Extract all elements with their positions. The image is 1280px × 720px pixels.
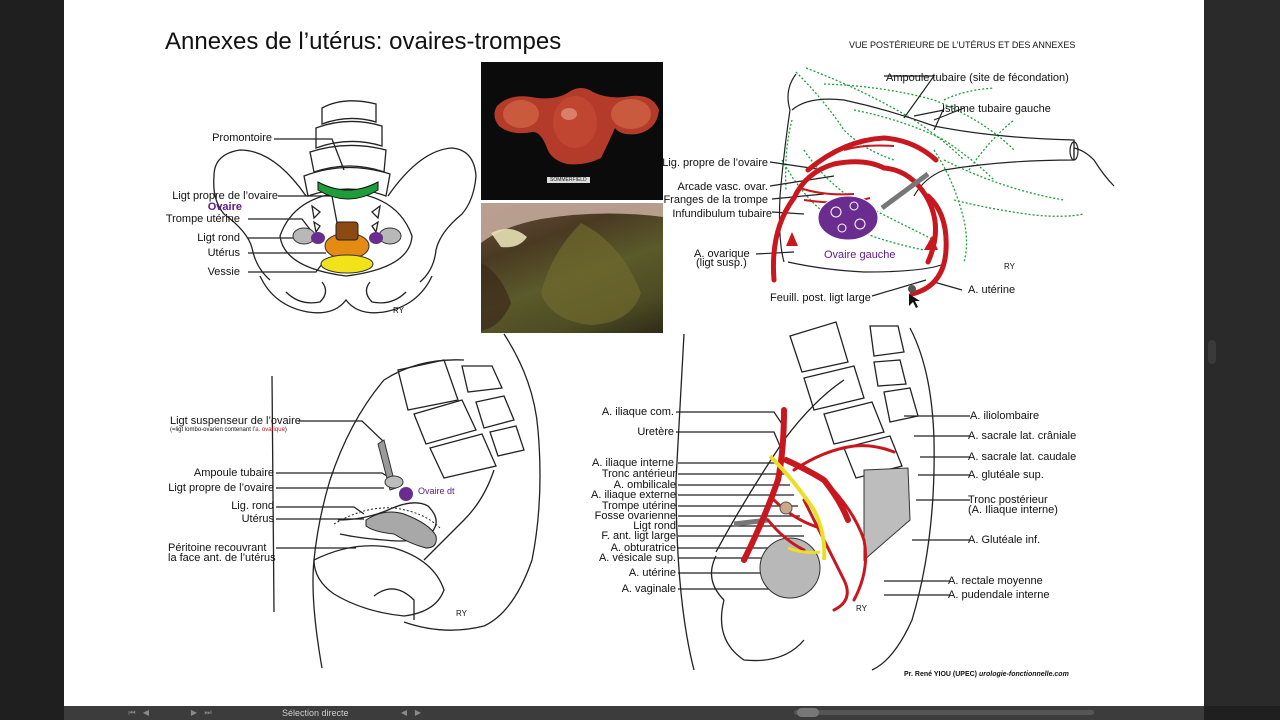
label-uterus: Utérus <box>207 247 240 259</box>
label-a-sacrale-caudale: A. sacrale lat. caudale <box>968 451 1077 463</box>
label-lig-rond-sagittal: Lig. rond <box>231 500 274 512</box>
label-ligt-rond-art: Ligt rond <box>633 520 676 532</box>
next-page-icon[interactable]: ▶ <box>190 708 198 717</box>
posterior-heading: VUE POSTÉRIEURE DE L’UTÉRUS ET DES ANNEX… <box>849 40 1076 50</box>
slide: Annexes de l’utérus: ovaires-trompes <box>64 0 1204 706</box>
label-a-vaginale: A. vaginale <box>621 583 676 595</box>
zoom-slider-knob[interactable] <box>797 708 819 717</box>
label-ovaire-dt: Ovaire dt <box>418 486 455 496</box>
label-a-gluteale-sup: A. glutéale sup. <box>968 469 1044 481</box>
label-a-iliaque-interne-2: (A. Iliaque interne) <box>968 504 1058 516</box>
prev-page-icon[interactable]: ◀ <box>142 708 150 717</box>
signature-ry-2: RY <box>1004 262 1015 271</box>
scrollbar-thumb[interactable] <box>1208 340 1216 364</box>
label-a-iliaque-com: A. iliaque com. <box>601 406 674 418</box>
label-peritoine-2: la face ant. de l’utérus <box>168 552 276 564</box>
label-ligt-suspenseur: Ligt suspenseur de l’ovaire <box>170 415 301 427</box>
label-lig-propre-ovaire: Lig. propre de l’ovaire <box>662 157 768 169</box>
label-uterus-sagittal: Utérus <box>241 513 274 525</box>
label-a-gluteale-inf: A. Glutéale inf. <box>968 534 1041 546</box>
label-a-uterine-post: A. utérine <box>968 284 1016 296</box>
right-scrollbar-area <box>1204 0 1280 706</box>
label-arcade-vasc: Arcade vasc. ovar. <box>677 181 769 193</box>
label-f-ant-ligt-large: F. ant. ligt large <box>601 530 676 542</box>
page-title: Annexes de l’utérus: ovaires-trompes <box>165 28 562 55</box>
label-isthme-tubaire: Isthme tubaire gauche <box>942 103 1051 115</box>
signature-ry: RY <box>393 306 404 315</box>
laparoscopy-photo <box>481 203 663 333</box>
next-icon[interactable]: ▶ <box>414 708 422 717</box>
label-tronc-anterieur: Tronc antérieur <box>601 468 676 480</box>
signature-ry-4: RY <box>856 604 867 613</box>
label-a-ombilicale: A. ombilicale <box>613 479 676 491</box>
label-ampoule-tubaire: Ampoule tubaire (site de fécondation) <box>886 72 1069 84</box>
label-ovaire: Ovaire <box>207 201 242 213</box>
label-trompe-uterine: Trompe utérine <box>165 213 240 225</box>
arteries-drawing <box>675 321 970 671</box>
posterior-view-drawing <box>755 67 1115 308</box>
label-a-ovarique: A. ovarique <box>694 248 750 260</box>
label-ligt-susp: (ligt susp.) <box>696 257 747 269</box>
label-ovaire-gauche: Ovaire gauche <box>824 249 896 261</box>
label-a-iliaque-externe: A. iliaque externe <box>591 489 676 501</box>
prev-icon[interactable]: ◀ <box>400 708 408 717</box>
label-a-obturatrice: A. obturatrice <box>610 542 676 554</box>
sagittal-drawing <box>271 333 541 669</box>
label-vessie: Vessie <box>207 266 240 278</box>
last-page-icon[interactable]: ⏭ <box>204 708 212 717</box>
label-ligt-propre-ovaire: Ligt propre de l’ovaire <box>172 190 278 202</box>
label-franges: Franges de la trompe <box>663 194 768 206</box>
label-ampoule-sagittal: Ampoule tubaire <box>193 467 274 479</box>
label-tronc-posterieur: Tronc postérieur <box>968 494 1048 506</box>
zoom-slider[interactable] <box>794 710 1094 715</box>
status-bar: ⏮ ◀ ▶ ⏭ Sélection directe ◀ ▶ <box>64 706 1204 720</box>
label-fosse-ovarienne: Fosse ovarienne <box>594 510 676 522</box>
label-a-pudendale-interne: A. pudendale interne <box>948 589 1050 601</box>
credit: Pr. René YIOU (UPEC) urologie-fonctionne… <box>904 671 1069 678</box>
label-ligt-propre-sagittal: Ligt propre de l’ovaire <box>168 482 274 494</box>
pelvis-front-drawing <box>213 100 477 314</box>
label-a-iliolombaire: A. iliolombaire <box>970 410 1040 422</box>
label-promontoire: Promontoire <box>212 132 272 144</box>
label-a-rectale-moyenne: A. rectale moyenne <box>948 575 1043 587</box>
label-feuill-post: Feuill. post. ligt large <box>770 292 871 304</box>
label-ligt-rond: Ligt rond <box>197 232 240 244</box>
signature-ry-3: RY <box>456 609 467 618</box>
specimen-caption: SOMMERFIELD <box>547 177 590 183</box>
label-a-sacrale-craniale: A. sacrale lat. crâniale <box>968 430 1077 442</box>
specimen-photo: SOMMERFIELD <box>481 62 663 200</box>
label-trompe-uterine-art: Trompe utérine <box>601 500 676 512</box>
label-a-uterine-art: A. utérine <box>628 567 676 579</box>
label-ligt-lombo-ovarien: (=ligt lombo-ovarien contenant l’a. ovar… <box>170 427 287 433</box>
label-a-iliaque-interne: A. iliaque interne <box>592 457 674 469</box>
label-uretere: Uretère <box>637 426 674 438</box>
label-peritoine: Péritoine recouvrant <box>168 542 267 554</box>
label-infundibulum: Infundibulum tubaire <box>672 208 772 220</box>
label-a-vesicale-sup: A. vésicale sup. <box>598 552 676 564</box>
selection-mode-label: Sélection directe <box>282 708 349 718</box>
first-page-icon[interactable]: ⏮ <box>128 708 136 717</box>
